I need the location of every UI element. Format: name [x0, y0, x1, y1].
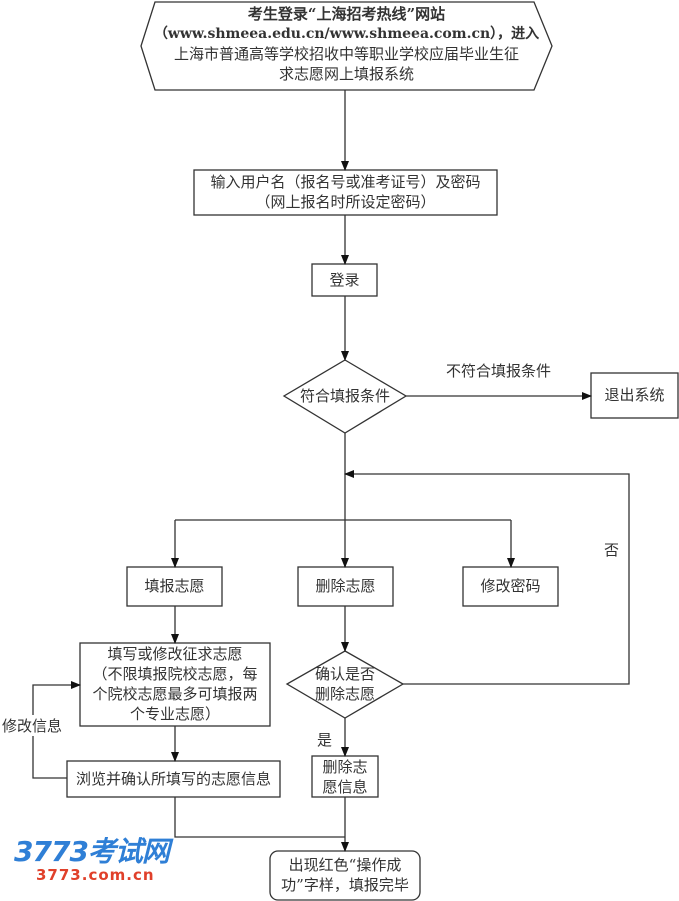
credentials-node-shape [193, 169, 498, 216]
credentials-node: 输入用户名（报名号或准考证号）及密码 （网上报名时所设定密码） [194, 172, 497, 212]
delete-wish-node: 删除志愿 [315, 577, 376, 595]
fill-modify-node-shape [79, 642, 271, 727]
edge-label-yes: 是 [317, 731, 333, 749]
fill-wish-node: 填报志愿 [144, 577, 205, 595]
start-line-3: 上海市普通高等学校招收中等职业学校应届毕业生征 [173, 45, 519, 63]
fill-modify-line-1: 填写或修改征求志愿 [107, 645, 243, 663]
finish-line-1: 出现红色“操作成 [288, 856, 402, 874]
confirm-delete-line-2: 删除志愿 [314, 685, 375, 703]
start-line-1: 考生登录“上海招考热线”网站 [247, 5, 446, 23]
edge-label-not-eligible: 不符合填报条件 [446, 362, 552, 380]
credentials-line-2: （网上报名时所设定密码） [255, 193, 436, 211]
edge-label-modify-info: 修改信息 [2, 715, 63, 736]
browse-confirm-node: 浏览并确认所填写的志愿信息 [75, 770, 271, 788]
fill-modify-line-4: 个专业志愿） [129, 705, 220, 723]
exit-node: 退出系统 [604, 386, 665, 404]
delete-info-line-1: 删除志 [322, 758, 368, 776]
start-line-2: （www.shmeea.edu.cn/www.shmeea.com.cn），进入 [153, 26, 540, 42]
eligibility-decision: 符合填报条件 [299, 387, 390, 405]
edge-label-no: 否 [604, 541, 620, 559]
confirm-delete-line-1: 确认是否 [314, 665, 375, 683]
delete-info-node: 删除志 愿信息 [312, 757, 378, 797]
credentials-line-1: 输入用户名（报名号或准考证号）及密码 [210, 173, 481, 191]
edge-browse-to-finish [174, 797, 345, 838]
edge-loop-back-no [344, 470, 630, 685]
finish-node: 出现红色“操作成 功”字样，填报完毕 [270, 855, 420, 895]
watermark-brand: 3773考试网 [14, 835, 170, 868]
watermark-url: 3773.com.cn [36, 866, 155, 884]
fill-modify-line-2: （不限填报院校志愿，每 [92, 665, 258, 683]
fill-modify-node: 填写或修改征求志愿 （不限填报院校志愿，每 个院校志愿最多可填报两 个专业志愿） [80, 644, 270, 724]
fill-modify-line-3: 个院校志愿最多可填报两 [92, 685, 258, 703]
finish-line-2: 功”字样，填报完毕 [281, 876, 409, 894]
login-node: 登录 [329, 271, 360, 289]
delete-info-line-2: 愿信息 [322, 778, 368, 796]
start-line-4: 求志愿网上填报系统 [278, 65, 414, 83]
start-node-shape [140, 1, 553, 91]
change-password-node: 修改密码 [480, 577, 541, 595]
watermark-logo: 3773考试网 3773.com.cn [14, 835, 174, 885]
start-node: 考生登录“上海招考热线”网站 （www.shmeea.edu.cn/www.sh… [141, 4, 552, 84]
confirm-delete-decision: 确认是否 删除志愿 [287, 664, 403, 704]
